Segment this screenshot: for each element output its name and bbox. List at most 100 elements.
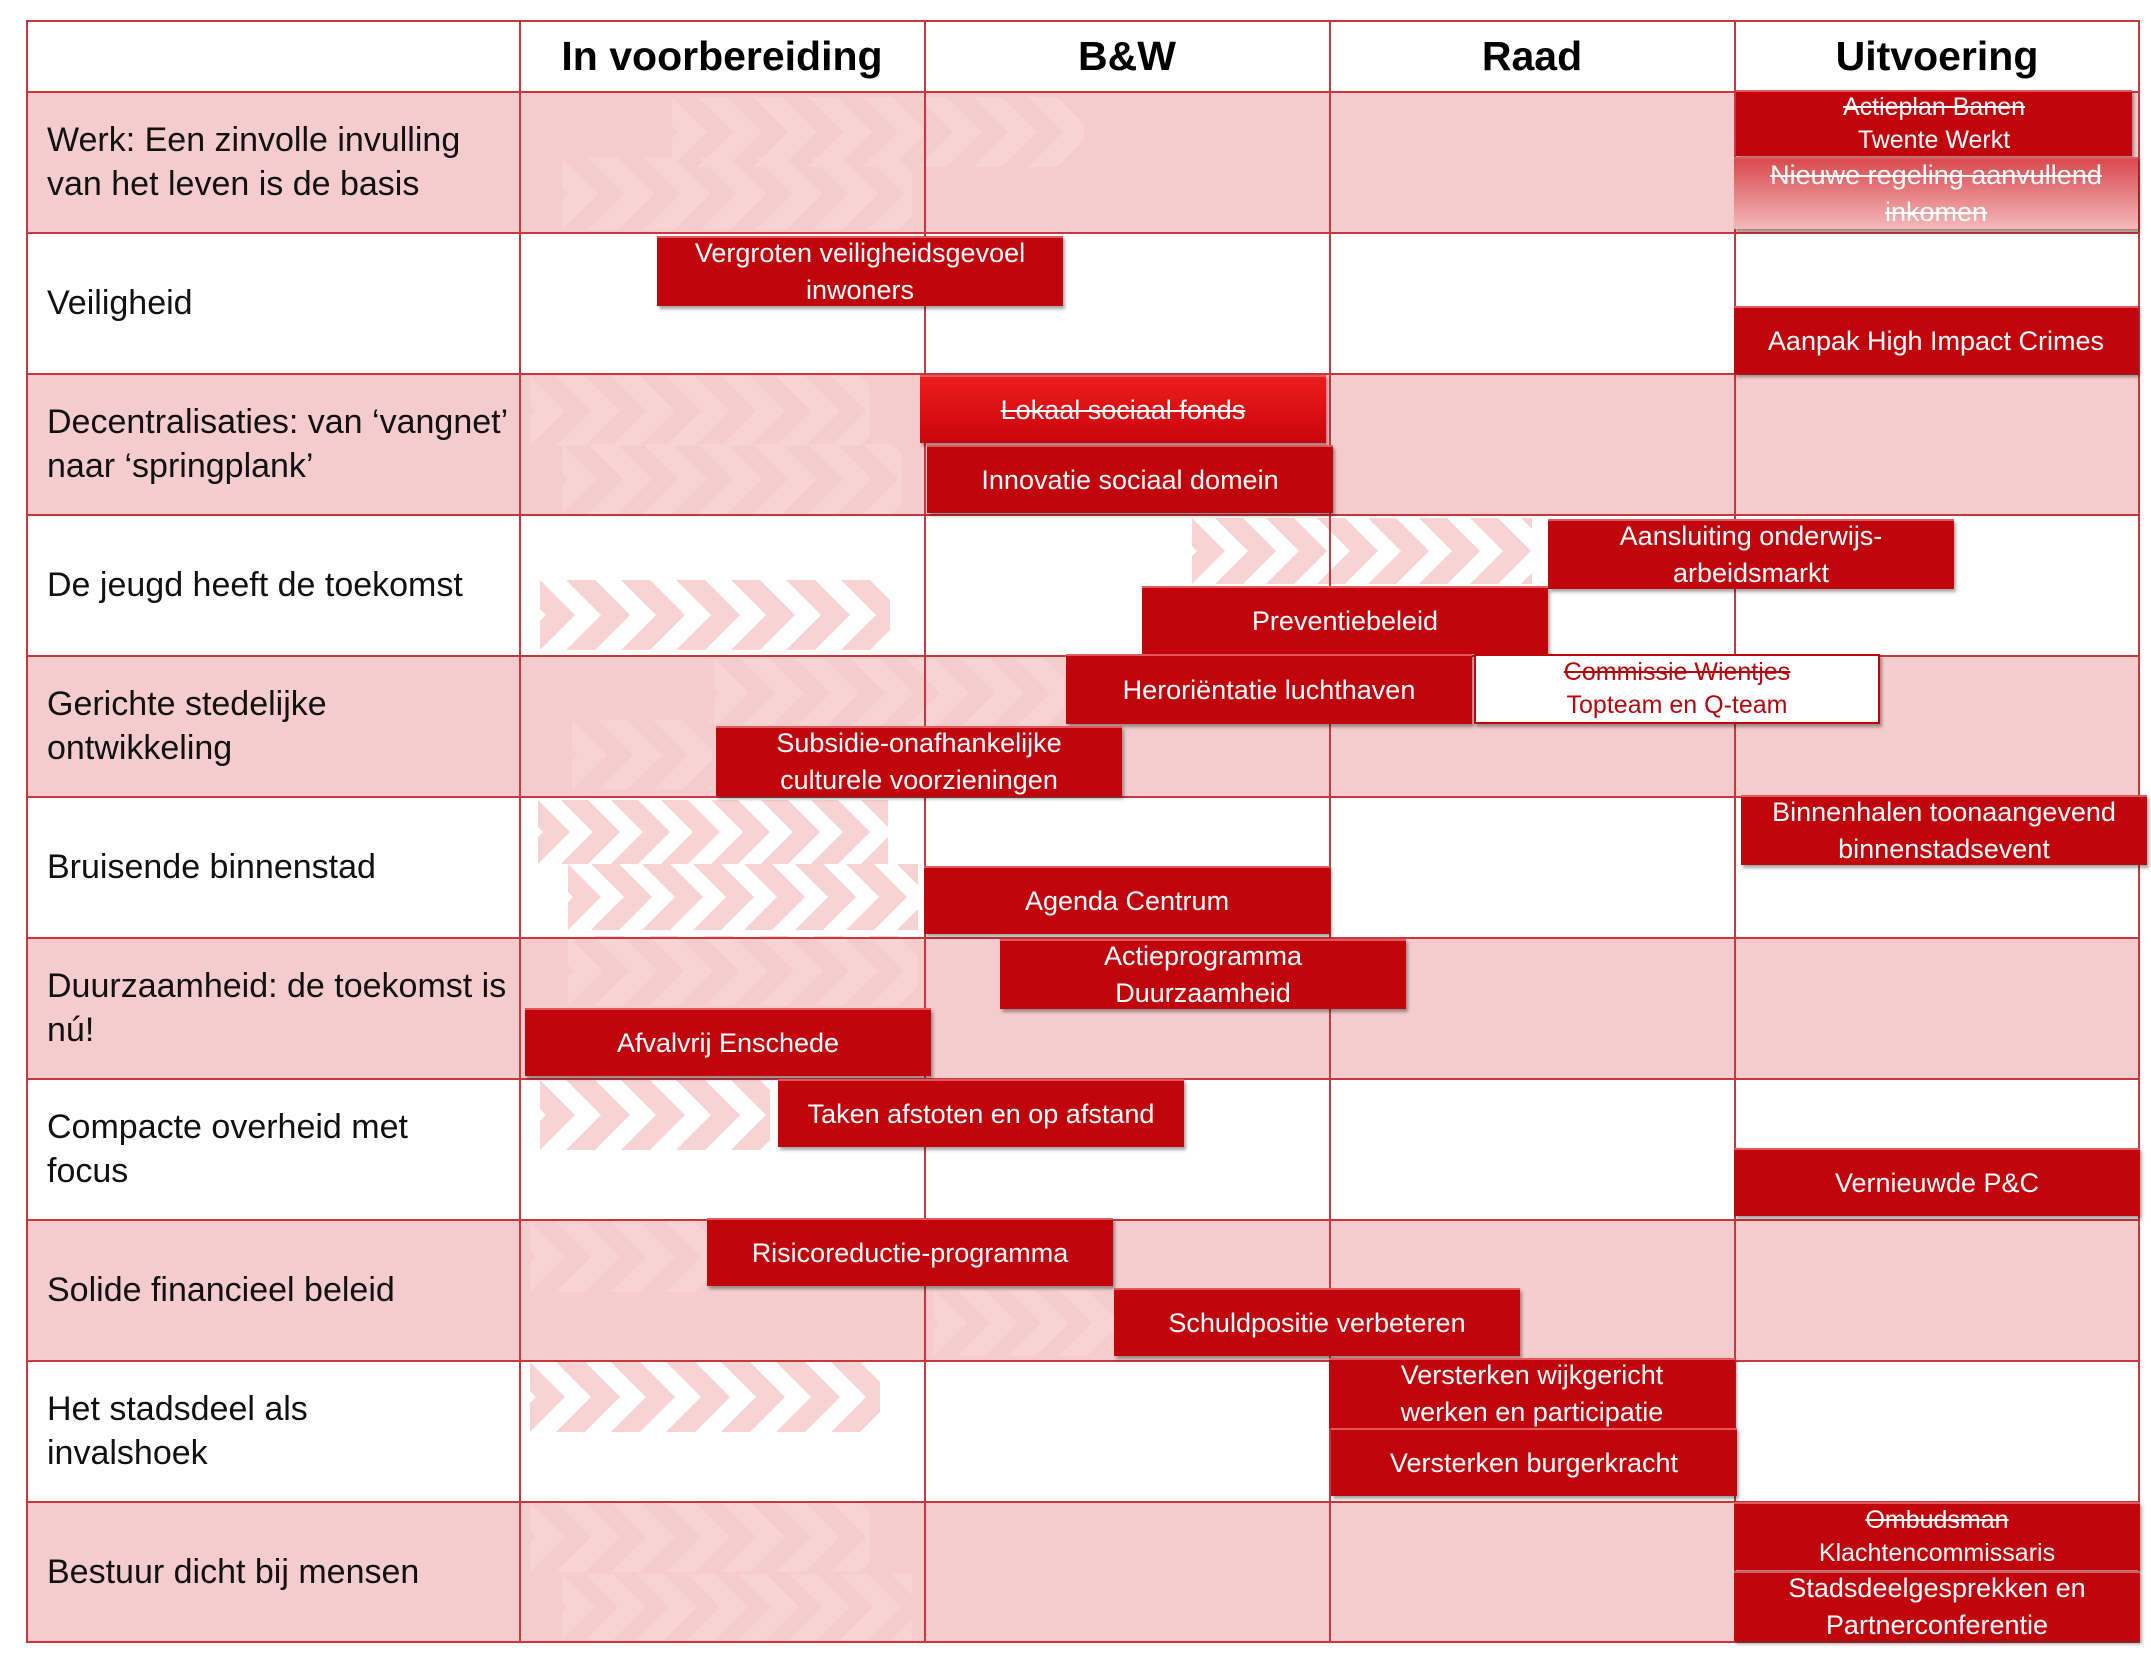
chevron-mark [759,936,823,1006]
chevron-strip-icon [568,936,918,1006]
grid-line [26,20,2140,22]
chevron-strip-icon [530,1502,870,1572]
chevron-mark [561,800,620,864]
row-label-veiligheid: Veiligheid [47,284,193,322]
item-vernieuwde-pc: Vernieuwde P&C [1734,1148,2140,1216]
row-label-werk: Werk: Een zinvolle invulling van het lev… [47,121,461,203]
chevron-mark [594,936,658,1006]
chevron-mark [566,1080,630,1150]
chevron-mark [591,864,652,930]
item-risicoreductie: Risicoreductie-programma [707,1218,1113,1286]
column-header-voorbereiding: In voorbereiding [561,33,883,79]
chevron-mark [666,1502,730,1572]
chevron-mark [666,1222,710,1292]
row-label-binnenstad: Bruisende binnenstad [47,848,376,886]
item-taken-afstoten: Taken afstoten en op afstand [778,1079,1184,1147]
chevron-mark [556,1222,620,1292]
chevron-mark [621,580,685,650]
chevron-mark [753,97,817,167]
chevron-mark [621,1080,685,1150]
chevron-mark [861,800,888,864]
chevron-mark [776,1502,840,1572]
row-label-bestuur: Bestuur dicht bij mensen [47,1553,420,1591]
chevron-mark [753,444,817,514]
chevron-mark [676,1080,740,1150]
chevron-mark [1470,518,1531,584]
chevron-mark [863,444,902,514]
chevron-mark [588,444,652,514]
item-nieuwe-regeling-text: Nieuwe regeling aanvullend inkomen [1770,160,2102,227]
chevron-mark [891,1574,912,1640]
chevron-mark [698,97,762,167]
item-aanpak-hic: Aanpak High Impact Crimes [1734,306,2138,374]
chevron-strip-icon [540,580,890,650]
item-innovatie-sociaal-domein: Innovatie sociaal domein [927,445,1333,513]
item-commissie-wientjes-line1: Commissie Wientjes [1563,658,1791,686]
chevron-mark [556,1362,620,1432]
chevron-mark [1266,518,1327,584]
chevron-mark [868,158,912,230]
row-label-stadsdeel: Het stadsdeel als invalshoek [47,1390,308,1472]
grid-line [26,91,2140,93]
chevron-mark [795,864,856,930]
item-heroriëntatie-luchthaven: Heroriëntatie luchthaven [1066,654,1472,724]
chevron-mark [649,936,713,1006]
grid-line [26,937,2140,939]
item-aansluiting-onderwijs: Aansluiting onderwijs-arbeidsmarkt [1548,519,1954,589]
chevron-mark [711,800,770,864]
grid-line [1734,20,1736,1643]
grid-line [26,796,2140,798]
row-label-decentralisaties: Decentralisaties: van ‘vangnet’ naar ‘sp… [47,403,507,485]
chevron-mark [540,580,575,650]
column-header-bw: B&W [1078,33,1176,79]
chevron-mark [1521,518,1532,584]
chevron-mark [700,158,766,230]
row-label-stedelijke-ontwikkeling: Gerichte stedelijke ontwikkeling [47,685,327,767]
chevron-mark [714,658,749,728]
chevron-strip-icon [568,864,918,930]
chevron-mark [812,158,878,230]
chevron-mark [731,1080,770,1150]
item-commissie-wientjes-line2: Topteam en Q-team [1566,691,1788,719]
chevron-mark [556,1502,620,1572]
chevron-mark [636,1574,697,1640]
row-label-jeugd: De jeugd heeft de toekomst [47,566,463,604]
column-header-uitvoering: Uitvoering [1835,33,2039,79]
chevron-mark [611,376,675,446]
grid-line [26,1501,2140,1503]
grid-line [519,20,521,1643]
chevron-mark [1215,518,1276,584]
chevron-mark [653,720,712,790]
chevron-strip-icon [562,1574,912,1640]
chevron-strip-icon [540,1080,770,1150]
grid-line [26,232,2140,234]
chevron-mark [672,97,707,167]
chevron-mark [588,158,654,230]
grid-line [26,20,28,1643]
chevron-strip-icon [538,800,888,864]
chevron-mark [721,376,785,446]
grid-line [26,1360,2140,1362]
chevron-strip-icon [934,1290,1114,1356]
item-ombudsman: Ombudsman Klachtencommissaris [1734,1502,2140,1570]
chevron-mark [795,658,859,728]
item-lokaal-sociaal-fonds-text: Lokaal sociaal fonds [1000,394,1246,425]
chevron-mark [611,800,670,864]
chevron-mark [1015,658,1064,728]
chevron-mark [808,97,872,167]
item-versterken-burgerkracht: Versterken burgerkracht [1331,1428,1737,1496]
item-actieplan-banen-line2: Twente Werkt [1857,126,2011,154]
grid-line [26,514,2140,516]
chevron-mark [530,376,565,446]
chevron-mark [721,1362,785,1432]
chevron-mark [568,936,603,1006]
chevron-mark [808,444,872,514]
chevron-mark [1028,97,1084,167]
grid-line [26,373,2140,375]
chevron-mark [831,1362,880,1432]
chevron-mark [1317,518,1378,584]
chevron-mark [1419,518,1480,584]
chevron-mark [786,580,850,650]
chevron-mark [776,376,840,446]
chevron-mark [960,658,1024,728]
